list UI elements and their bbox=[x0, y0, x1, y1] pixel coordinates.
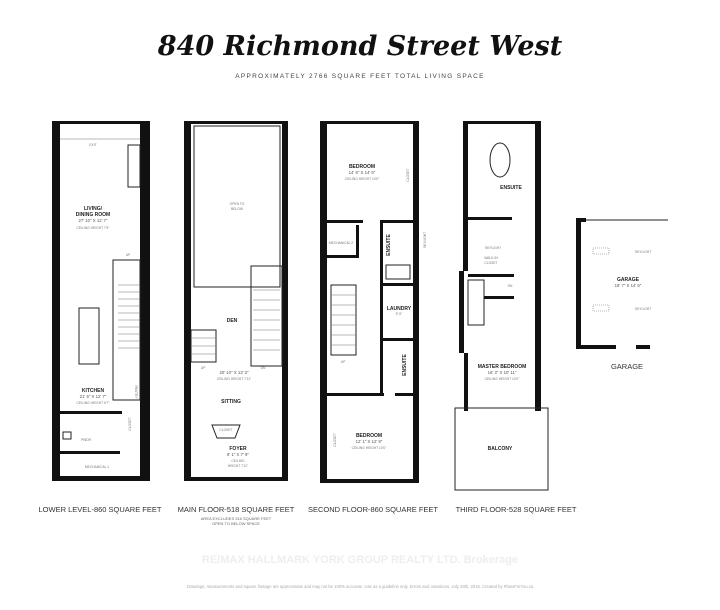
svg-text:CEILING HEIGHT 10'0": CEILING HEIGHT 10'0" bbox=[345, 177, 381, 181]
main-floor-label: MAIN FLOOR-518 SQUARE FEET bbox=[178, 505, 295, 514]
pantry-label: PANTRY bbox=[134, 385, 138, 399]
svg-text:SKYLIGHT: SKYLIGHT bbox=[485, 246, 501, 250]
svg-text:BALCONY: BALCONY bbox=[488, 446, 513, 452]
open-to-below-area bbox=[193, 125, 281, 288]
svg-text:MECHANICAL 1: MECHANICAL 1 bbox=[85, 465, 109, 469]
svg-text:5' 5": 5' 5" bbox=[396, 312, 403, 316]
balcony bbox=[454, 407, 549, 491]
svg-text:LIVING/: LIVING/ bbox=[84, 206, 103, 212]
svg-text:MASTER BEDROOM: MASTER BEDROOM bbox=[478, 364, 527, 370]
svg-text:OPEN TO: OPEN TO bbox=[230, 202, 245, 206]
main-floor-plan: OPEN TO BELOW DEN 20' 10" X 13' 3" CEILI… bbox=[184, 121, 288, 481]
disclaimer: Drawings, measurements and square footag… bbox=[187, 584, 534, 589]
svg-text:CLOSET: CLOSET bbox=[219, 428, 232, 432]
svg-text:FOYER: FOYER bbox=[229, 446, 247, 452]
svg-text:AREA EXCLUDES 316 SQUARE FEET: AREA EXCLUDES 316 SQUARE FEET bbox=[201, 516, 272, 521]
closet-label: CLOSET bbox=[128, 417, 132, 430]
svg-text:UP: UP bbox=[126, 253, 131, 257]
svg-text:CEILING HEIGHT 10'0": CEILING HEIGHT 10'0" bbox=[352, 446, 388, 450]
svg-text:8' 1" X 7' 9": 8' 1" X 7' 9" bbox=[227, 452, 249, 457]
svg-text:DINING ROOM: DINING ROOM bbox=[76, 212, 110, 218]
svg-text:UP: UP bbox=[201, 366, 206, 370]
svg-text:KITCHEN: KITCHEN bbox=[82, 388, 105, 394]
bathtub bbox=[489, 142, 511, 178]
svg-text:12' 1" X 12' 9": 12' 1" X 12' 9" bbox=[356, 439, 383, 444]
kitchen-island bbox=[78, 307, 100, 365]
toilet-icon bbox=[62, 431, 72, 440]
svg-text:BEDROOM: BEDROOM bbox=[356, 433, 382, 439]
svg-text:SITTING: SITTING bbox=[221, 399, 241, 405]
svg-text:CEILING HEIGHT 6'7": CEILING HEIGHT 6'7" bbox=[77, 401, 111, 405]
lower-level-label: LOWER LEVEL-860 SQUARE FEET bbox=[39, 505, 162, 514]
svg-text:LAUNDRY: LAUNDRY bbox=[387, 306, 412, 312]
closet-label: CLOSET bbox=[406, 168, 410, 181]
svg-text:CEILING HEIGHT 7'11": CEILING HEIGHT 7'11" bbox=[217, 377, 252, 381]
svg-text:SKYLIGHT: SKYLIGHT bbox=[635, 307, 651, 311]
svg-text:DN: DN bbox=[508, 284, 513, 288]
page-title: 840 Richmond Street West bbox=[157, 31, 563, 62]
svg-text:EXIT: EXIT bbox=[89, 143, 96, 147]
svg-text:OPEN TO BELOW SPACE: OPEN TO BELOW SPACE bbox=[212, 521, 260, 526]
second-floor-plan: BEDROOM 14' 6" X 14' 5" CEILING HEIGHT 1… bbox=[320, 121, 427, 483]
closet-label: CLOSET bbox=[333, 433, 337, 446]
bathtub bbox=[385, 264, 411, 280]
svg-text:16' 3" X 10' 11": 16' 3" X 10' 11" bbox=[488, 370, 517, 375]
stairs bbox=[118, 284, 140, 349]
svg-text:20' 10" X 13' 3": 20' 10" X 13' 3" bbox=[219, 370, 249, 375]
svg-text:BELOW: BELOW bbox=[231, 207, 244, 211]
subtitle: APPROXIMATELY 2766 SQUARE FEET TOTAL LIV… bbox=[235, 73, 485, 80]
svg-text:CEILING: CEILING bbox=[231, 459, 245, 463]
svg-text:WALK-IN: WALK-IN bbox=[484, 256, 498, 260]
closet bbox=[211, 424, 241, 439]
svg-text:GARAGE: GARAGE bbox=[617, 277, 640, 283]
svg-text:ENSUITE: ENSUITE bbox=[386, 234, 392, 256]
watermark: RE/MAX HALLMARK YORK GROUP REALTY LTD. B… bbox=[202, 554, 518, 566]
svg-text:DEN: DEN bbox=[227, 318, 238, 324]
svg-text:PWDR: PWDR bbox=[81, 438, 92, 442]
svg-text:ENSUITE: ENSUITE bbox=[500, 185, 522, 191]
garage-label: GARAGE bbox=[611, 362, 643, 371]
svg-text:27' 10" X 12' 7": 27' 10" X 12' 7" bbox=[78, 218, 108, 223]
lower-level-plan: LIVING/ DINING ROOM 27' 10" X 12' 7" CEI… bbox=[52, 121, 150, 481]
svg-text:UP: UP bbox=[341, 360, 346, 364]
svg-text:DN: DN bbox=[261, 366, 266, 370]
svg-text:SKYLIGHT: SKYLIGHT bbox=[635, 250, 651, 254]
svg-text:14' 6" X 14' 5": 14' 6" X 14' 5" bbox=[349, 170, 376, 175]
svg-text:CEILING HEIGHT 10'0": CEILING HEIGHT 10'0" bbox=[485, 377, 521, 381]
second-floor-label: SECOND FLOOR-860 SQUARE FEET bbox=[308, 505, 438, 514]
svg-text:18' 7" X 14' 5": 18' 7" X 14' 5" bbox=[615, 283, 642, 288]
svg-text:21' 5" X 12' 7": 21' 5" X 12' 7" bbox=[80, 394, 107, 399]
svg-text:SKYLIGHT: SKYLIGHT bbox=[423, 232, 427, 248]
third-floor-plan: ENSUITE SKYLIGHT WALK-IN CLOSET DN MASTE… bbox=[454, 121, 549, 491]
garage-plan: SKYLIGHT SKYLIGHT GARAGE 18' 7" X 14' 5" bbox=[576, 218, 668, 349]
svg-text:BEDROOM: BEDROOM bbox=[349, 164, 375, 170]
svg-text:ENSUITE: ENSUITE bbox=[402, 354, 408, 376]
svg-text:CEILING HEIGHT 7'9": CEILING HEIGHT 7'9" bbox=[77, 226, 111, 230]
svg-text:HEIGHT 7'11": HEIGHT 7'11" bbox=[228, 464, 249, 468]
third-floor-label: THIRD FLOOR-528 SQUARE FEET bbox=[456, 505, 577, 514]
svg-text:MECHANICAL 2: MECHANICAL 2 bbox=[329, 241, 353, 245]
svg-text:CLOSET: CLOSET bbox=[484, 261, 497, 265]
